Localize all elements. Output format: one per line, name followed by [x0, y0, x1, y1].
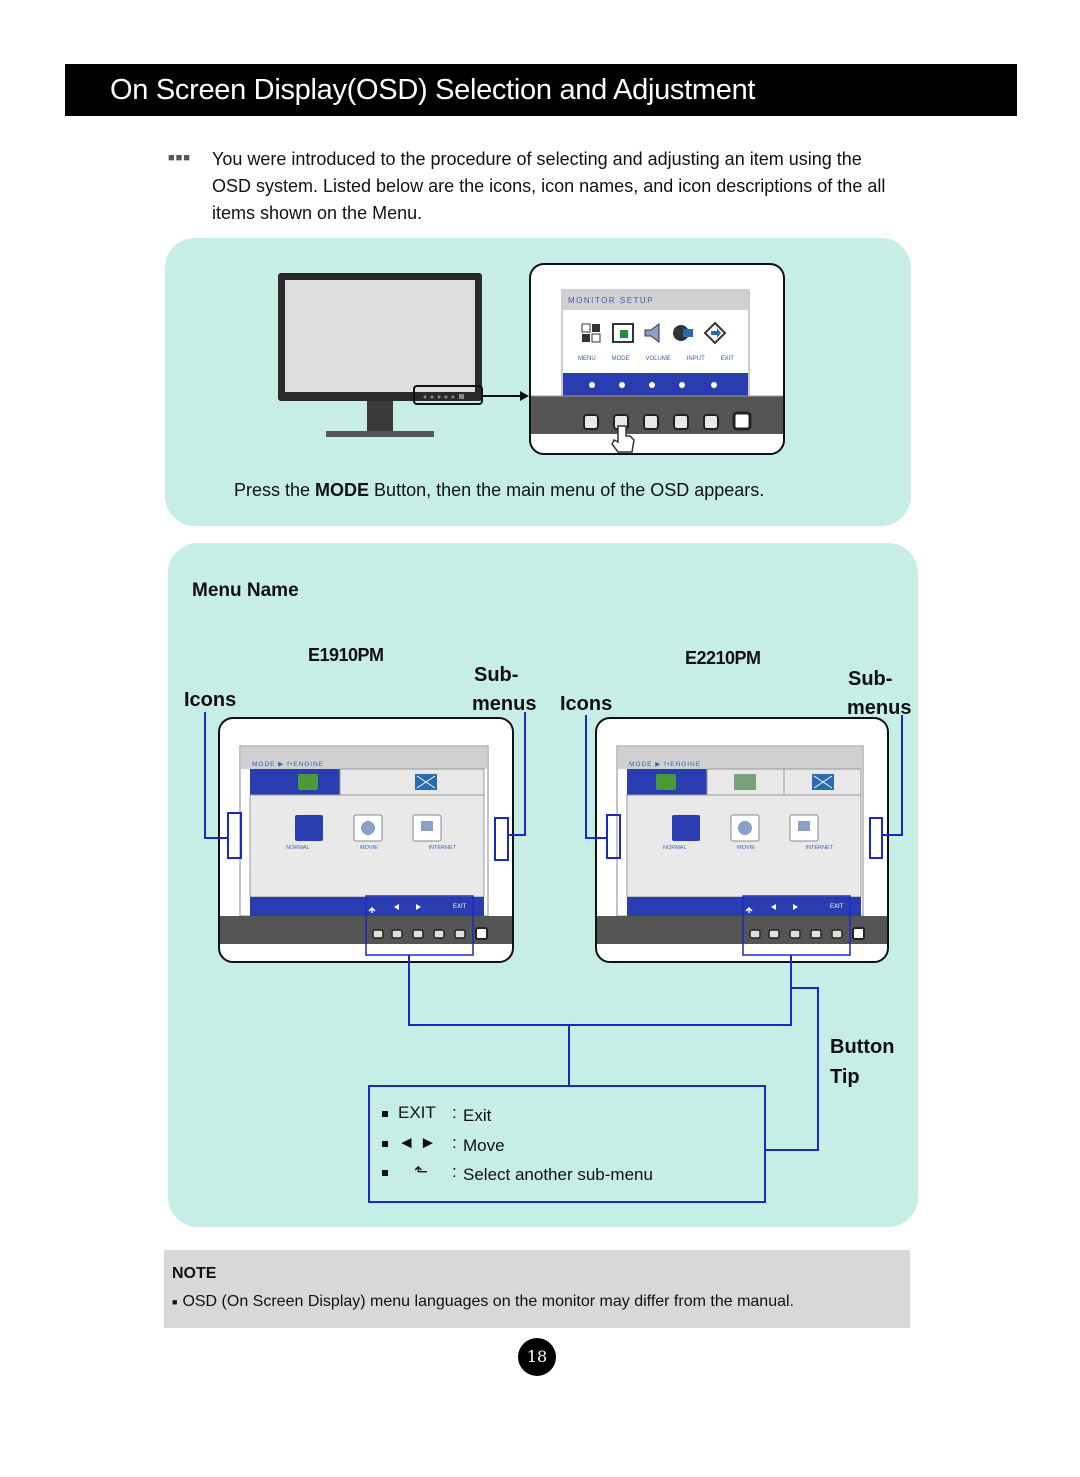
osd-label-exit: EXIT — [720, 356, 734, 362]
button-tip-label-2: Tip — [830, 1066, 860, 1088]
tip-desc-exit: Exit — [463, 1106, 492, 1125]
model-label-e1910: E1910PM — [308, 645, 384, 665]
input-icon — [673, 325, 693, 341]
note-text: ■OSD (On Screen Display) menu languages … — [172, 1293, 794, 1310]
bezel-button-exit — [703, 414, 719, 430]
hand-pointer-icon — [611, 425, 635, 453]
button-tip-label-1: Button — [830, 1036, 895, 1058]
bezel-button-volume — [643, 414, 659, 430]
osd-title-right: MODE ▶ f•ENGINE — [629, 761, 701, 768]
model-label-e2210: E2210PM — [685, 648, 761, 668]
osd-exit-left: EXIT — [453, 904, 467, 910]
page-number: 18 — [518, 1338, 556, 1376]
submenus-label-left-1: Sub- — [474, 664, 519, 686]
bezel-button-input — [673, 414, 689, 430]
submenu-label-normal: NORMAL — [286, 845, 310, 851]
tip-desc-move: Move — [463, 1136, 505, 1155]
volume-icon — [644, 323, 660, 343]
tip-row-exit: EXIT: Exit — [382, 1103, 491, 1125]
submenu-labels-left: NORMAL MOVIE INTERNET — [286, 845, 456, 851]
osd-exit-right: EXIT — [830, 904, 844, 910]
submenus-label-left-2: menus — [472, 693, 537, 715]
caption-bold: MODE — [315, 480, 370, 500]
callout-lines — [204, 712, 903, 1151]
osd-main-icons — [581, 321, 727, 345]
osd-screen-e2210 — [595, 717, 889, 963]
tip-key-exit: EXIT — [398, 1103, 436, 1122]
panel1-caption: Press the MODE Button, then the main men… — [234, 480, 764, 501]
left-right-arrow-icon: ◄ ► — [398, 1133, 437, 1152]
osd-label-input: INPUT — [686, 356, 705, 362]
zoomed-bezel — [529, 263, 785, 455]
submenu-label-internet: INTERNET — [805, 845, 833, 851]
bezel-buttons — [583, 382, 752, 453]
icons-label-left: Icons — [184, 689, 237, 711]
tip-row-select: ⬑: Select another sub-menu — [382, 1162, 653, 1184]
intro-text: You were introduced to the procedure of … — [212, 149, 886, 223]
osd-title-left: MODE ▶ f•ENGINE — [252, 761, 324, 768]
osd-title: MONITOR SETUP — [568, 296, 655, 305]
tip-sep: : — [452, 1133, 457, 1152]
submenu-labels-right: NORMAL MOVIE INTERNET — [663, 845, 833, 851]
button-tip-box — [368, 1085, 766, 1203]
monitor-illustration — [278, 273, 529, 437]
menu-name-heading: Menu Name — [192, 580, 299, 601]
osd-label-mode: MODE — [611, 356, 630, 362]
tip-sep: : — [452, 1103, 457, 1122]
submenu-label-normal: NORMAL — [663, 845, 687, 851]
caption-post: Button, then the main menu of the OSD ap… — [369, 480, 765, 500]
menu-icon — [581, 323, 601, 343]
mode-icon — [612, 323, 634, 343]
tip-row-move: ◄ ►: Move — [382, 1133, 505, 1155]
osd-label-volume: VOLUME — [645, 356, 671, 362]
exit-icon — [703, 321, 727, 345]
osd-menu-labels: MENU MODE VOLUME INPUT EXIT — [578, 356, 734, 362]
submenu-label-internet: INTERNET — [428, 845, 456, 851]
osd-screen-e1910 — [218, 717, 514, 963]
submenu-label-movie: MOVIE — [737, 845, 755, 851]
submenus-label-right-2: menus — [847, 697, 912, 719]
caption-pre: Press the — [234, 480, 316, 500]
submenus-label-right-1: Sub- — [848, 668, 893, 690]
bezel-button-menu — [583, 414, 599, 430]
bezel-button-power — [732, 411, 752, 431]
select-submenu-icon: ⬑ — [414, 1162, 429, 1181]
page-title: On Screen Display(OSD) Selection and Adj… — [110, 74, 756, 106]
title-bar — [65, 64, 1017, 116]
icons-label-right: Icons — [560, 693, 613, 715]
note-box — [164, 1250, 910, 1328]
note-heading: NOTE — [172, 1265, 217, 1282]
note-text-body: OSD (On Screen Display) menu languages o… — [182, 1293, 794, 1310]
osd-label-menu: MENU — [578, 356, 596, 362]
tip-sep: : — [452, 1162, 457, 1181]
submenu-label-movie: MOVIE — [360, 845, 378, 851]
bullet-squares: ■■■ — [168, 152, 191, 164]
tip-desc-select: Select another sub-menu — [463, 1165, 653, 1184]
